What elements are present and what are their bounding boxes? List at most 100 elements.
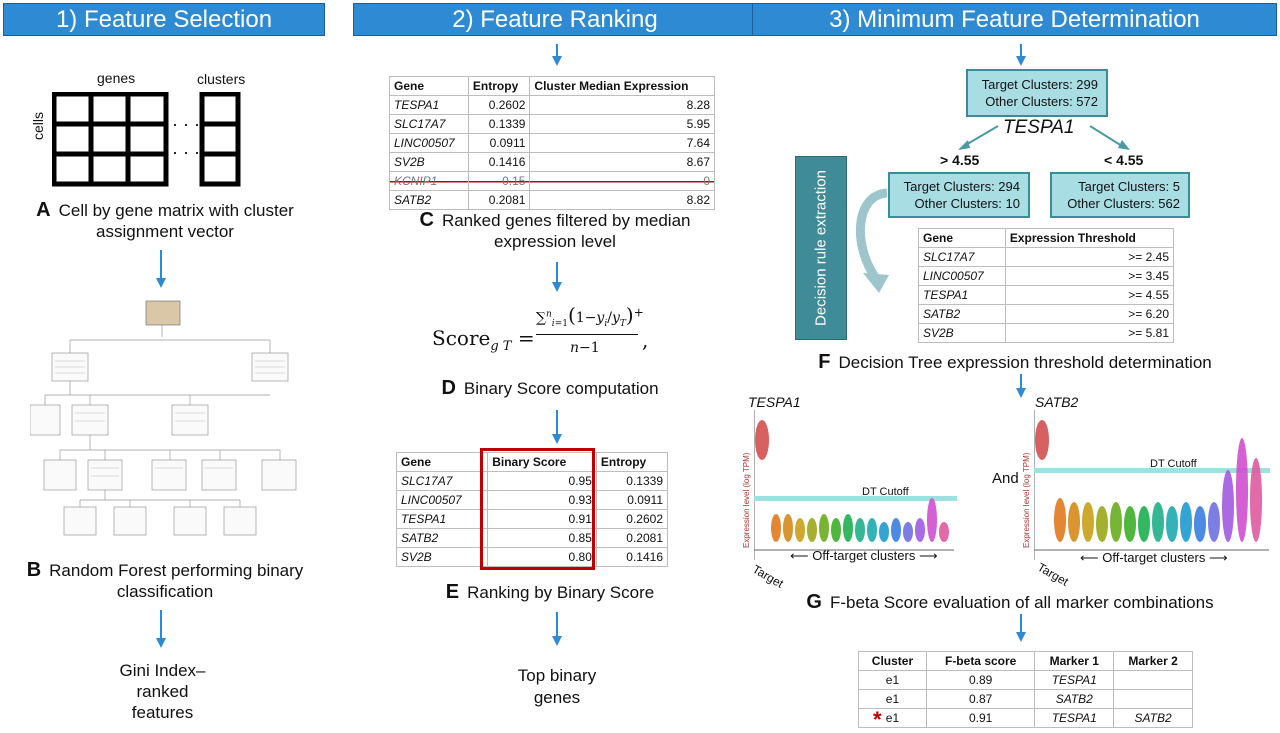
table-header: Cluster F-beta score Marker 1 Marker 2: [858, 651, 1193, 671]
panel-letter-e: E: [445, 581, 460, 603]
cell-fbeta: 0.87: [925, 689, 1036, 709]
cell-median: 8.82: [529, 190, 715, 210]
gini-line3: features: [131, 703, 194, 722]
section-title: 3) Minimum Feature Determination: [829, 5, 1200, 33]
caption-e-text: Ranking by Binary Score: [467, 583, 655, 602]
cell-threshold: >= 6.20: [1004, 304, 1175, 324]
table-c-ranked-genes: Gene Entropy Cluster Median Expression T…: [389, 76, 715, 210]
plot1-ylabel: Expression level (log TPM): [742, 452, 751, 548]
panel-letter-d: D: [441, 377, 456, 399]
cell-gene: SLC17A7: [389, 114, 469, 134]
arrow-down-icon: [552, 612, 562, 646]
tree-branches: [958, 125, 1130, 150]
header-marker1: Marker 1: [1034, 651, 1115, 671]
caption-c-line2: expression level: [494, 232, 616, 251]
and-label: And: [992, 470, 1019, 487]
binary-score-highlight: [480, 448, 595, 570]
table-row: SATB2>= 6.20: [918, 304, 1175, 324]
cell-entropy: 0.2081: [467, 190, 531, 210]
cell-entropy: 0.0911: [467, 133, 531, 153]
plot2-offtarget-text: Off-target clusters: [1102, 550, 1206, 565]
tree-root-node: Target Clusters: 299 Other Clusters: 572: [966, 69, 1108, 117]
cell-entropy: 0.1416: [595, 547, 669, 567]
cell-threshold: >= 5.81: [1004, 323, 1175, 343]
table-row: SLC17A7>= 2.45: [918, 247, 1175, 267]
cell-entropy: 0.2081: [595, 528, 669, 548]
cell-threshold: >= 4.55: [1004, 285, 1175, 305]
random-forest-tree: [30, 300, 297, 536]
cell-gene: TESPA1: [395, 509, 489, 529]
cell-entropy: 0.2602: [595, 509, 669, 529]
plot1-title: TESPA1: [748, 394, 801, 410]
tree-left-node: Target Clusters: 294 Other Clusters: 10: [888, 172, 1030, 218]
cell-marker1: TESPA1: [1034, 670, 1115, 690]
arrow-down-icon: [1016, 614, 1026, 642]
table-header: Gene Entropy Cluster Median Expression: [389, 76, 715, 96]
cell-gene: LINC00507: [389, 133, 469, 153]
right-other: Other Clusters: 562: [1067, 196, 1180, 211]
header-gene: Gene: [389, 76, 469, 96]
cell-fbeta: 0.89: [925, 670, 1036, 690]
header-median: Cluster Median Expression: [529, 76, 715, 96]
cell-gene: SATB2: [918, 304, 1006, 324]
cell-gene: SLC17A7: [918, 247, 1006, 267]
cell-gene: SV2B: [395, 547, 489, 567]
svg-text:· · ·: · · ·: [172, 142, 200, 162]
left-other: Other Clusters: 10: [914, 196, 1021, 211]
table-f-thresholds: Gene Expression Threshold SLC17A7>= 2.45…: [918, 228, 1175, 343]
cell-threshold: >= 3.45: [1004, 266, 1175, 286]
cell-entropy: 0.1339: [595, 471, 669, 491]
arrow-down-icon: [552, 410, 562, 444]
cell-gene: SATB2: [395, 528, 489, 548]
cell-entropy: 0.0911: [595, 490, 669, 510]
table-row: LINC00507>= 3.45: [918, 266, 1175, 286]
cell-marker1: TESPA1: [1034, 708, 1115, 728]
best-star-icon: *: [873, 707, 882, 732]
gini-line2: ranked: [136, 682, 189, 701]
plot1-offtarget-label: ⟵ Off-target clusters ⟶: [790, 548, 938, 563]
cell-cluster: e1: [858, 689, 927, 709]
caption-g-text: F-beta Score evaluation of all marker co…: [829, 593, 1214, 612]
cell-cluster: e1: [858, 708, 927, 728]
cell-gene-matrix: · · · · · ·: [52, 92, 241, 187]
cell-entropy: 0.1339: [467, 114, 531, 134]
curved-arrow-icon: [855, 188, 889, 293]
section-banner-feature-ranking: 2) Feature Ranking: [353, 3, 757, 36]
cell-median: 0: [529, 171, 715, 191]
arrow-down-icon: [1016, 374, 1026, 398]
cell-fbeta: 0.91: [925, 708, 1036, 728]
plot1-offtarget-text: Off-target clusters: [812, 548, 916, 563]
caption-e: E Ranking by Binary Score: [400, 582, 700, 603]
cell-gene: LINC00507: [395, 490, 489, 510]
plot2-ylabel: Expression level (log TPM): [1022, 452, 1031, 548]
cell-gene: LINC00507: [918, 266, 1006, 286]
decision-rule-extraction-box: Decision rule extraction: [795, 156, 847, 340]
extraction-label: Decision rule extraction: [812, 170, 830, 326]
cell-marker2: [1113, 689, 1193, 709]
cell-entropy: 0.15: [467, 171, 531, 191]
cell-threshold: >= 2.45: [1004, 247, 1175, 267]
cell-gene: SATB2: [389, 190, 469, 210]
header-cluster: Cluster: [858, 651, 927, 671]
clusters-label: clusters: [197, 71, 246, 87]
left-target: Target Clusters: 294: [903, 179, 1020, 194]
header-gene: Gene: [395, 452, 489, 472]
violin-plot-satb2: [1034, 410, 1270, 560]
arrow-down-icon: [552, 44, 562, 66]
cell-gene: KCNIP1: [389, 171, 469, 191]
